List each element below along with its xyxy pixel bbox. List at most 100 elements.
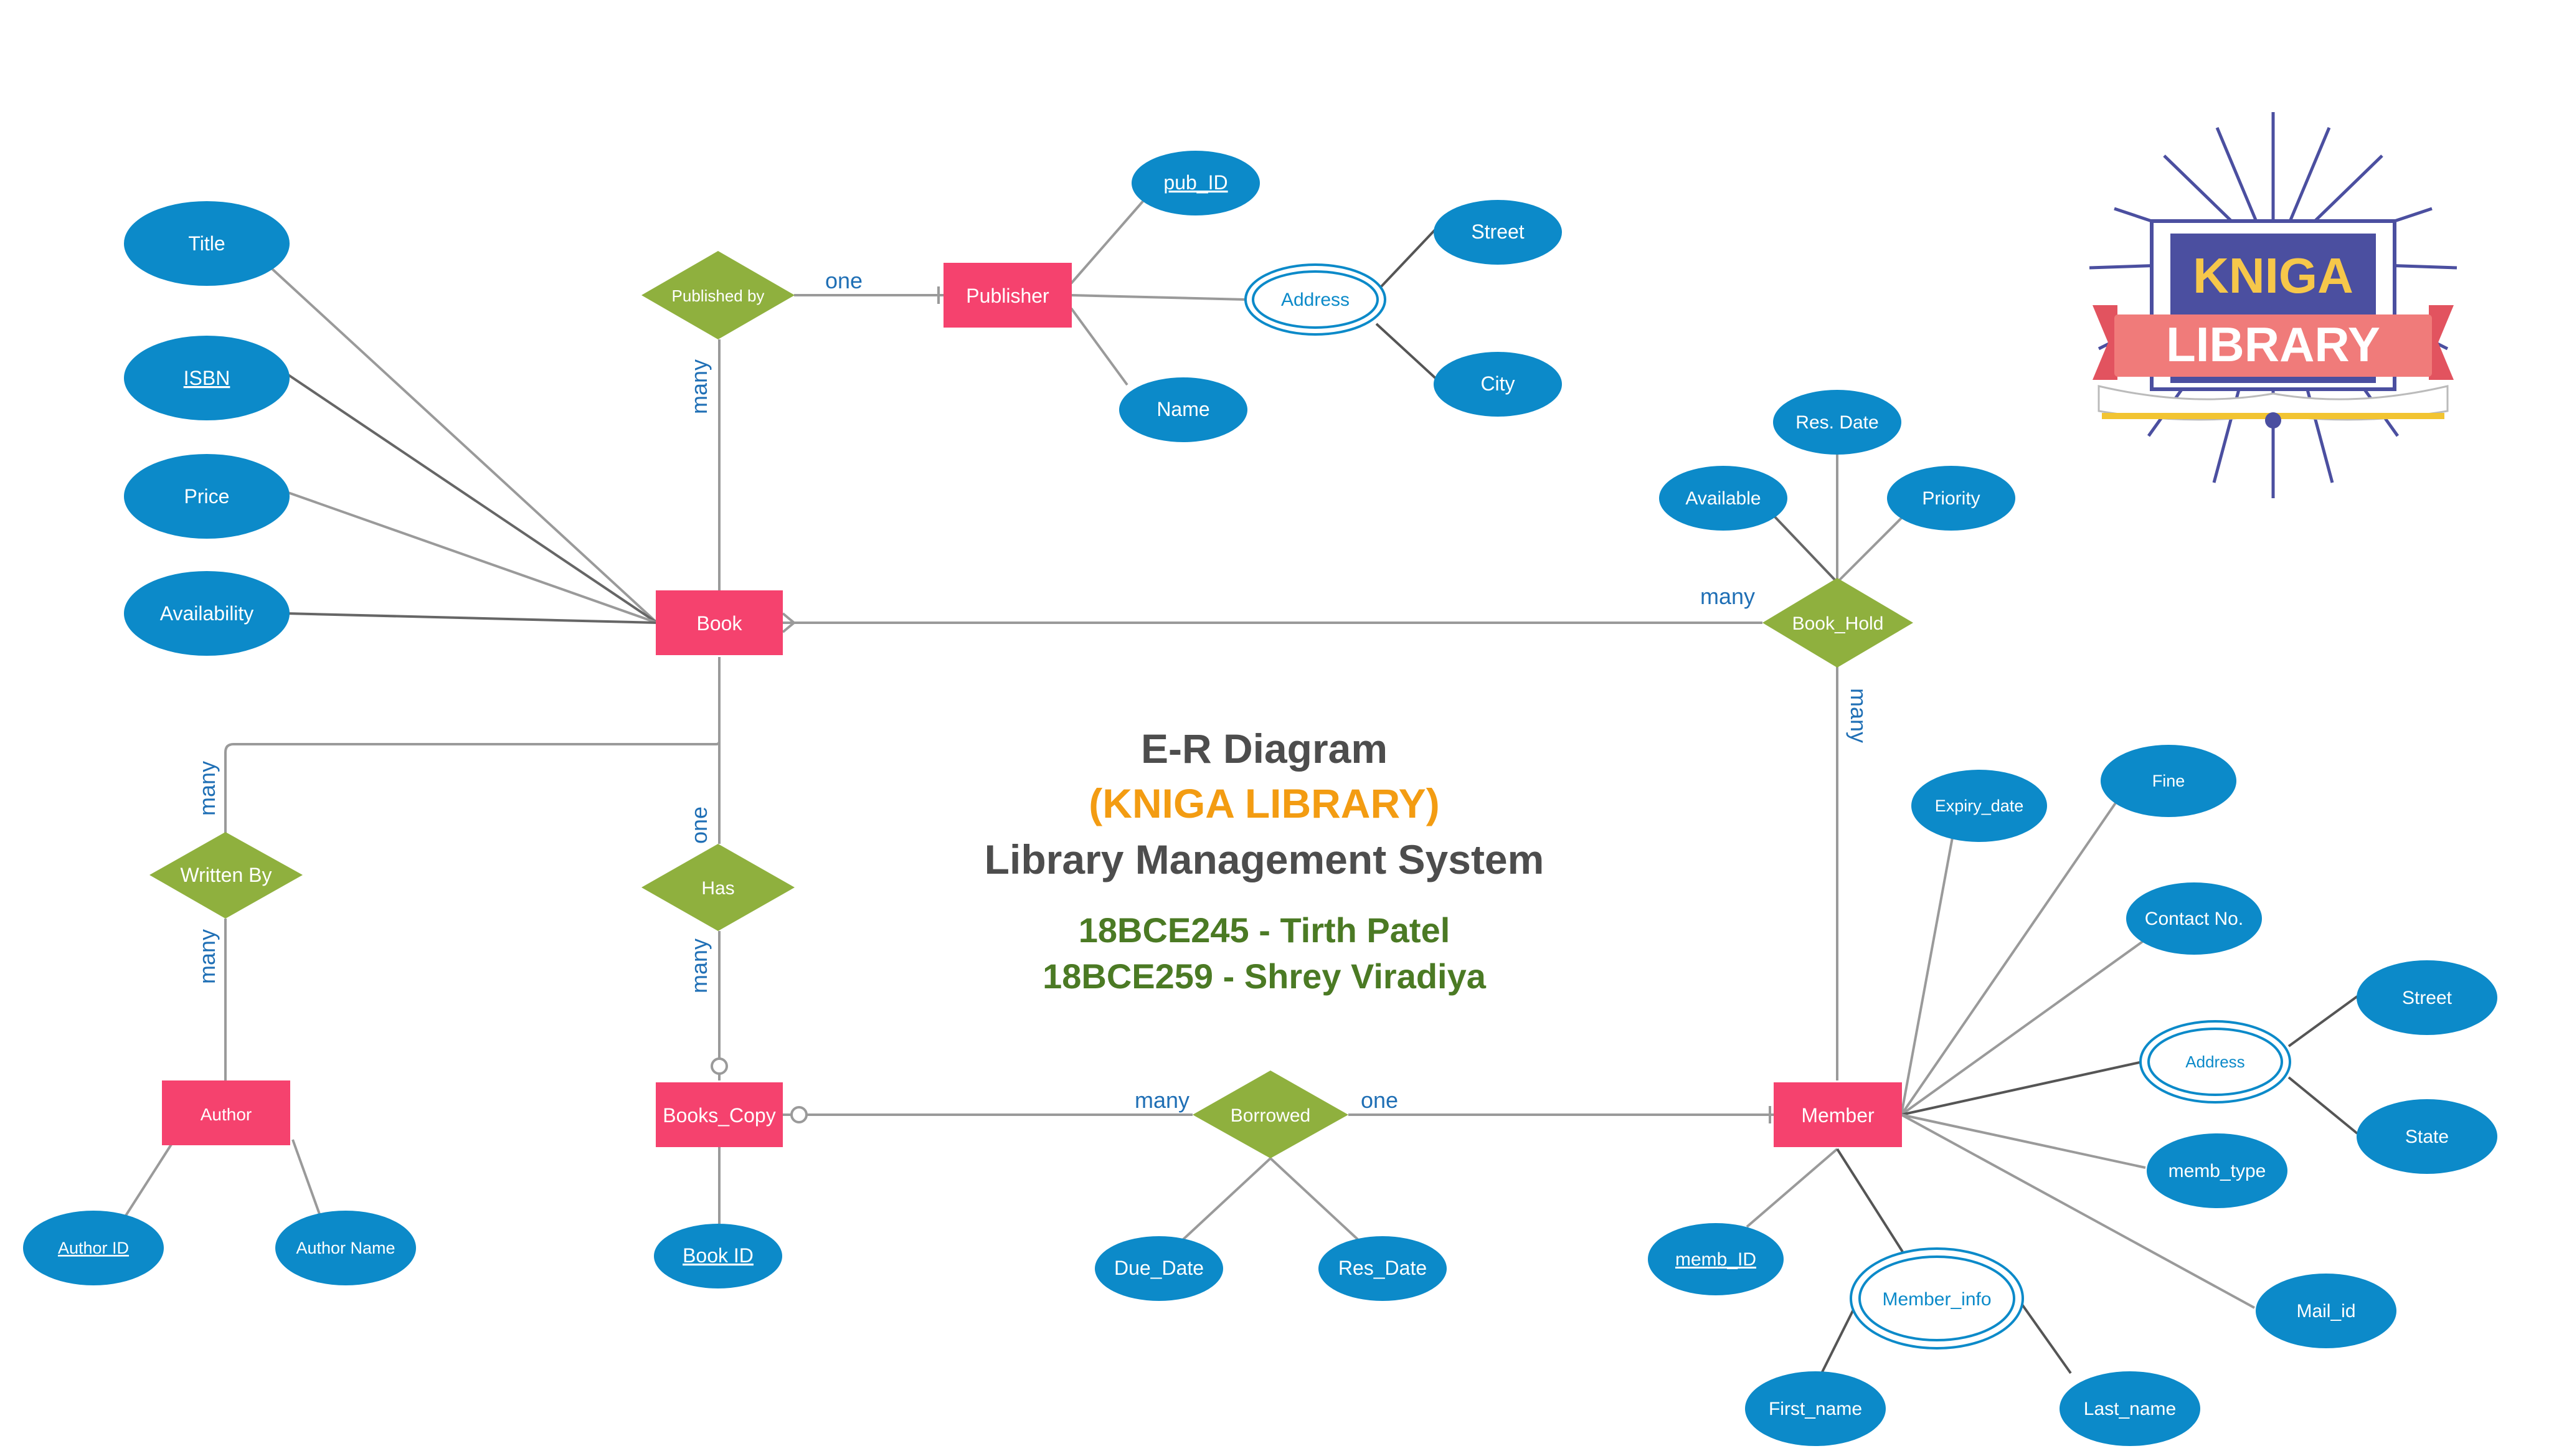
rel-has[interactable]: Has bbox=[641, 844, 795, 931]
attr-resdate-label: Res. Date bbox=[1795, 412, 1878, 433]
logo-library: LIBRARY bbox=[2166, 317, 2380, 372]
entity-publisher-label: Publisher bbox=[966, 285, 1049, 307]
line-borrowed-resdate bbox=[1269, 1157, 1359, 1241]
rel-published-by[interactable]: Published by bbox=[641, 251, 795, 339]
attr-due-date[interactable]: Due_Date bbox=[1095, 1236, 1223, 1301]
attr-borrow-res-date[interactable]: Res_Date bbox=[1318, 1236, 1447, 1301]
line-memberinfo-lastname bbox=[2017, 1297, 2072, 1374]
attr-pubaddress-label: Address bbox=[1281, 290, 1350, 310]
rel-writtenby-label: Written By bbox=[181, 864, 272, 886]
attr-pub-city[interactable]: City bbox=[1434, 352, 1562, 417]
attr-mail-id[interactable]: Mail_id bbox=[2256, 1274, 2396, 1348]
entity-publisher[interactable]: Publisher bbox=[944, 263, 1072, 328]
attr-priority[interactable]: Priority bbox=[1887, 466, 2015, 531]
attr-fine[interactable]: Fine bbox=[2101, 745, 2236, 817]
line-bookhold-priority bbox=[1836, 516, 1904, 584]
line-member-memberinfo bbox=[1836, 1148, 1904, 1253]
logo-ribbon bbox=[2114, 314, 2432, 377]
line-address-mstate bbox=[2287, 1076, 2358, 1135]
attr-author-name[interactable]: Author Name bbox=[275, 1211, 416, 1285]
attr-author-id[interactable]: Author ID bbox=[23, 1211, 164, 1285]
attr-lastname-label: Last_name bbox=[2084, 1399, 2176, 1419]
attr-title[interactable]: Title bbox=[124, 201, 290, 286]
zero-mark-borrowed bbox=[790, 1106, 808, 1123]
line-borrowed-duedate bbox=[1182, 1157, 1272, 1241]
attr-memb-type[interactable]: memb_type bbox=[2147, 1133, 2287, 1208]
attr-authorname-label: Author Name bbox=[296, 1239, 395, 1257]
entity-books-copy[interactable]: Books_Copy bbox=[656, 1082, 783, 1147]
line-bookhold-available bbox=[1774, 516, 1838, 584]
attr-isbn[interactable]: ISBN bbox=[124, 336, 290, 420]
attr-book-id[interactable]: Book ID bbox=[654, 1224, 782, 1288]
attr-memb-id[interactable]: memb_ID bbox=[1648, 1223, 1784, 1295]
attr-res-date[interactable]: Res. Date bbox=[1773, 390, 1901, 455]
attr-authorid-label: Author ID bbox=[58, 1239, 129, 1257]
attr-isbn-label: ISBN bbox=[184, 367, 230, 389]
attr-contactno-label: Contact No. bbox=[2145, 909, 2243, 929]
line-address-mstreet bbox=[2287, 995, 2358, 1047]
rel-borrowed[interactable]: Borrowed bbox=[1193, 1071, 1348, 1158]
entity-member[interactable]: Member bbox=[1774, 1082, 1902, 1147]
line-member-mailid bbox=[1901, 1113, 2255, 1309]
attr-expiry-date[interactable]: Expiry_date bbox=[1911, 770, 2047, 842]
line-member-membid bbox=[1746, 1148, 1838, 1228]
attr-pub-name[interactable]: Name bbox=[1119, 377, 1247, 442]
attr-price[interactable]: Price bbox=[124, 454, 290, 539]
entity-author-label: Author bbox=[201, 1105, 252, 1124]
attr-duedate-label: Due_Date bbox=[1114, 1257, 1204, 1279]
line-member-membtype bbox=[1901, 1113, 2146, 1169]
attr-membid-label: memb_ID bbox=[1675, 1249, 1756, 1270]
ribbon-right-tail bbox=[2429, 305, 2454, 380]
attr-member-info[interactable]: Member_info bbox=[1850, 1247, 2024, 1350]
line-member-fine bbox=[1900, 799, 2119, 1116]
line-publisher-name bbox=[1070, 307, 1128, 386]
attr-pub-address[interactable]: Address bbox=[1244, 263, 1386, 336]
card-pub-many: many bbox=[686, 359, 712, 414]
connector-lines bbox=[123, 198, 2358, 1374]
attr-mem-street[interactable]: Street bbox=[2357, 960, 2497, 1035]
rel-has-label: Has bbox=[701, 878, 734, 899]
rel-written-by[interactable]: Written By bbox=[149, 832, 303, 919]
attr-last-name[interactable]: Last_name bbox=[2060, 1371, 2200, 1446]
entity-book[interactable]: Book bbox=[656, 590, 783, 655]
entity-member-label: Member bbox=[1801, 1104, 1875, 1127]
attr-pubid-label: pub_ID bbox=[1163, 171, 1227, 194]
card-borrow-many: many bbox=[1135, 1087, 1190, 1113]
line-member-contact bbox=[1900, 936, 2150, 1116]
logo-kniga: KNIGA bbox=[2193, 248, 2353, 303]
attr-availability[interactable]: Availability bbox=[124, 571, 290, 656]
attr-pub-street[interactable]: Street bbox=[1434, 200, 1562, 265]
zero-mark-bookscopy bbox=[711, 1057, 728, 1075]
attr-memstate-label: State bbox=[2405, 1127, 2449, 1147]
crow-foot-book-hold bbox=[782, 612, 797, 633]
ribbon-left-tail bbox=[2093, 305, 2117, 380]
attr-pub-id[interactable]: pub_ID bbox=[1132, 151, 1260, 215]
card-has-many: many bbox=[686, 938, 712, 993]
attr-mem-address[interactable]: Address bbox=[2139, 1020, 2291, 1104]
attr-borrowresdate-label: Res_Date bbox=[1338, 1257, 1427, 1279]
entity-author[interactable]: Author bbox=[162, 1080, 290, 1145]
attr-mailid-label: Mail_id bbox=[2296, 1301, 2355, 1321]
line-address-city bbox=[1375, 323, 1439, 381]
line-author-name bbox=[291, 1139, 322, 1218]
attr-expirydate-label: Expiry_date bbox=[1935, 797, 2024, 815]
attr-price-label: Price bbox=[184, 485, 230, 508]
attr-firstname-label: First_name bbox=[1769, 1399, 1862, 1419]
attr-title-label: Title bbox=[188, 232, 225, 255]
attr-pubname-label: Name bbox=[1156, 398, 1209, 420]
title-block: E-R Diagram (KNIGA LIBRARY) Library Mana… bbox=[985, 726, 1544, 996]
attr-contact-no[interactable]: Contact No. bbox=[2126, 882, 2262, 955]
attr-first-name[interactable]: First_name bbox=[1745, 1371, 1886, 1446]
attr-memstreet-label: Street bbox=[2402, 988, 2452, 1008]
line-author-id bbox=[123, 1138, 176, 1219]
logo-book-pin bbox=[2265, 412, 2281, 428]
rel-borrowed-label: Borrowed bbox=[1231, 1105, 1310, 1126]
attr-memaddress-label: Address bbox=[2185, 1052, 2244, 1071]
rel-book-hold[interactable]: Book_Hold bbox=[1762, 578, 1913, 668]
attr-mem-state[interactable]: State bbox=[2357, 1099, 2497, 1174]
attr-available[interactable]: Available bbox=[1659, 466, 1787, 531]
line-book-price bbox=[286, 491, 658, 624]
attr-pubcity-label: City bbox=[1480, 372, 1515, 395]
logo-book bbox=[2098, 385, 2449, 421]
system-name: Library Management System bbox=[985, 836, 1544, 882]
